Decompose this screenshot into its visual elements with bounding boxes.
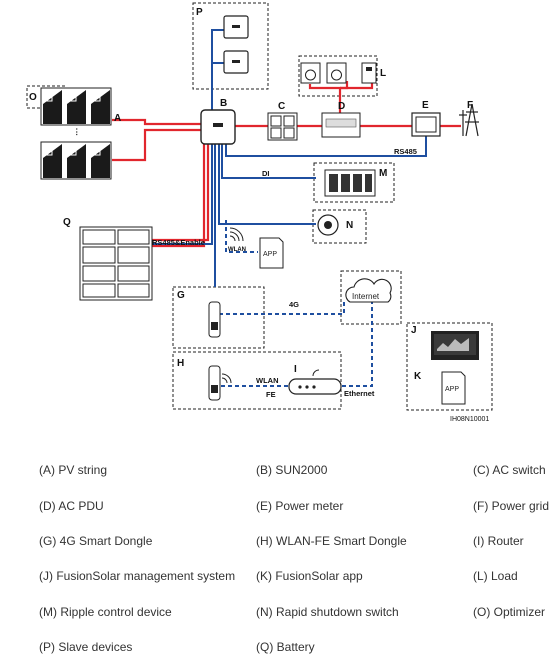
- link-label-wlan: WLAN: [256, 376, 279, 385]
- pv-string-top: [40, 87, 112, 126]
- pv-string-bottom: [40, 141, 112, 180]
- legend-item-b: (B) SUN2000: [256, 463, 328, 477]
- node-label-f: F: [467, 100, 473, 111]
- link-label-di: DI: [262, 169, 270, 178]
- ac-pdu: [321, 112, 361, 138]
- ac-wiring: [112, 81, 461, 248]
- power-meter: [411, 112, 441, 137]
- legend-item-p: (P) Slave devices: [39, 640, 133, 654]
- group-box-load: [298, 55, 378, 97]
- 4g-smart-dongle: [208, 301, 221, 338]
- ac-switch: [267, 112, 298, 141]
- router: [288, 369, 342, 395]
- group-box-wlan-dongle: [172, 351, 342, 410]
- node-label-k: K: [414, 371, 422, 382]
- legend-item-k: (K) FusionSolar app: [256, 569, 363, 583]
- legend-item-d: (D) AC PDU: [39, 499, 104, 513]
- node-label-j: J: [411, 325, 417, 336]
- node-label-m: M: [379, 168, 387, 179]
- legend-item-h: (H) WLAN-FE Smart Dongle: [256, 534, 407, 548]
- node-label-c: C: [278, 101, 285, 112]
- comm-wiring: [152, 29, 427, 287]
- app-icon-mobile: APP: [259, 237, 284, 269]
- legend-item-c: (C) AC switch: [473, 463, 546, 477]
- link-label-rs485-enable: RS485&Enable: [152, 238, 205, 247]
- power-grid-tower: [459, 103, 479, 137]
- load-washer: [300, 62, 321, 84]
- node-label-l: L: [380, 68, 386, 79]
- legend-item-q: (Q) Battery: [256, 640, 315, 654]
- node-label-n: N: [346, 220, 353, 231]
- legend-item-a: (A) PV string: [39, 463, 108, 477]
- group-box-slave-devices: [192, 2, 269, 90]
- group-box-management: [406, 322, 493, 411]
- battery-stack: [79, 226, 153, 301]
- load-heater: [361, 62, 377, 84]
- node-label-p: P: [196, 7, 203, 18]
- legend-item-e: (E) Power meter: [256, 499, 344, 513]
- legend-item-o: (O) Optimizer: [473, 605, 545, 619]
- wifi-icon: [221, 373, 232, 384]
- group-box-ripple-control: [313, 162, 395, 203]
- app-icon-management: APP: [441, 371, 466, 405]
- node-label-b: B: [220, 98, 227, 109]
- link-label-rs485: RS485: [394, 147, 417, 156]
- ripple-control-device: [324, 169, 376, 197]
- link-label-fe: FE: [266, 390, 276, 399]
- node-label-g: G: [177, 290, 185, 301]
- legend-item-g: (G) 4G Smart Dongle: [39, 534, 153, 548]
- slave-device-1: [223, 15, 249, 39]
- legend: (A) PV string (B) SUN2000 (C) AC switch …: [0, 455, 559, 666]
- app-label-2: APP: [445, 386, 459, 393]
- management-system-screen: [431, 331, 479, 360]
- node-label-o: O: [29, 92, 37, 103]
- sun2000-inverter: [200, 109, 236, 145]
- internet-cloud: Internet: [345, 278, 392, 303]
- node-label-e: E: [422, 100, 429, 111]
- legend-item-j: (J) FusionSolar management system: [39, 569, 236, 583]
- svg-text:⋮: ⋮: [73, 127, 81, 136]
- wireless-links: [219, 220, 373, 387]
- node-label-a: A: [114, 113, 121, 124]
- link-label-4g: 4G: [289, 300, 299, 309]
- link-label-wlan-small: WLAN: [228, 247, 246, 253]
- node-label-d: D: [338, 101, 345, 112]
- wifi-icon: [229, 227, 244, 242]
- link-label-ethernet: Ethernet: [344, 389, 375, 398]
- legend-item-f: (F) Power grid: [473, 499, 550, 513]
- group-box-rapid-shutdown: [312, 209, 367, 244]
- legend-item-l: (L) Load: [473, 569, 518, 583]
- legend-item-m: (M) Ripple control device: [39, 605, 172, 619]
- legend-item-n: (N) Rapid shutdown switch: [256, 605, 399, 619]
- node-label-q: Q: [63, 217, 71, 228]
- slave-device-2: [223, 50, 249, 74]
- node-label-h: H: [177, 358, 184, 369]
- figure-id: IH08N10001: [450, 416, 489, 423]
- load-dryer: [326, 62, 347, 84]
- rapid-shutdown-switch: [317, 214, 339, 236]
- node-label-i: I: [294, 364, 297, 375]
- legend-item-i: (I) Router: [473, 534, 524, 548]
- network-diagram: ⋮: [26, 2, 493, 423]
- internet-label: Internet: [352, 292, 380, 301]
- group-box-4g-dongle: [172, 286, 265, 349]
- wlan-fe-smart-dongle: [208, 365, 221, 401]
- app-label-1: APP: [263, 251, 277, 258]
